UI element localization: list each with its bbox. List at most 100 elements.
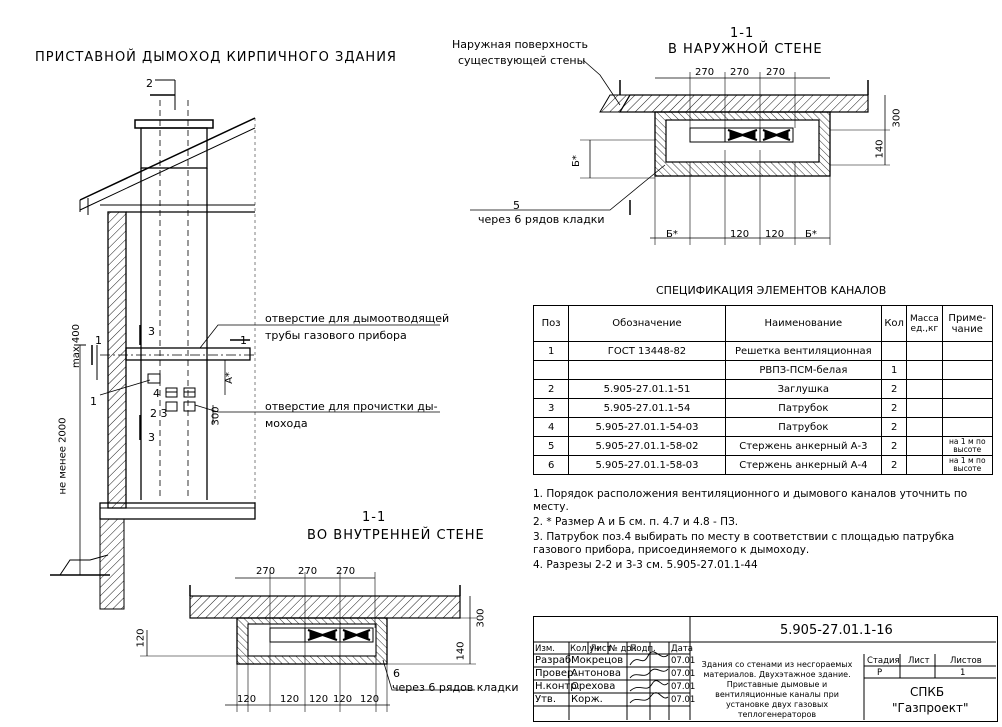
note-3: 3. Патрубок поз.4 выбирать по месту в со… <box>533 531 955 556</box>
dim-300-outer: 300 <box>891 108 903 128</box>
dim-min2000: не менее 2000 <box>57 417 69 495</box>
mark-4: 4 <box>153 387 160 400</box>
cell: на 1 м по высоте <box>941 455 994 475</box>
dim-120-side: 120 <box>135 628 147 648</box>
stamp-grid <box>533 616 996 720</box>
stamp-head-2: Лист <box>590 644 612 654</box>
cell: на 1 м по высоте <box>941 436 994 456</box>
stamp-head-5: Дата <box>671 644 694 654</box>
dim-a-star: А* <box>223 372 235 384</box>
cell <box>941 417 994 437</box>
mark-3-lower: 3 <box>148 431 155 444</box>
callout-pos6: 6 <box>393 667 400 680</box>
cell: 2 <box>881 398 908 418</box>
cell: РВПЗ-ПСМ-белая <box>724 360 883 380</box>
callout-outer-surface-1: Наружная поверхность <box>452 38 588 51</box>
cell: 5.905-27.01.1-54-03 <box>568 417 726 437</box>
cell <box>941 379 994 399</box>
dim-300-elev: 300 <box>210 406 222 426</box>
stamp-sheets: 1 <box>960 668 966 678</box>
dim-270-c: 270 <box>766 67 786 78</box>
cell <box>532 360 570 380</box>
stamp-name-2: Орехова <box>571 681 616 692</box>
cell: 5.905-27.01.1-58-03 <box>568 455 726 475</box>
stamp-head-0: Изм. <box>535 644 555 654</box>
stamp-sheet-h: Лист <box>908 656 930 666</box>
dim-120-a: 120 <box>730 229 750 240</box>
stamp-role-1: Провер. <box>535 668 577 679</box>
callout-outer-surface-2: существующей стены <box>458 54 586 67</box>
cell: 5.905-27.01.1-58-02 <box>568 436 726 456</box>
cell: 5.905-27.01.1-51 <box>568 379 726 399</box>
cell: 1 <box>881 360 908 380</box>
dim-270-e: 270 <box>298 566 318 577</box>
cell: 6 <box>532 455 570 475</box>
section-outer-wall <box>470 59 890 245</box>
stamp-date-3: 07.01 <box>671 695 696 705</box>
stamp-sheets-h: Листов <box>950 656 982 666</box>
cell <box>941 360 994 380</box>
cell: Заглушка <box>724 379 883 399</box>
callout-hole-smoke-2: трубы газового прибора <box>265 329 407 342</box>
cell: 3 <box>532 398 570 418</box>
spec-header: Поз <box>532 305 570 342</box>
dim-140-inner: 140 <box>455 641 467 661</box>
cell: Стержень анкерный А-3 <box>724 436 883 456</box>
cell: 2 <box>881 455 908 475</box>
cell <box>941 398 994 418</box>
spec-header: Масса ед.,кг <box>906 305 943 342</box>
stamp-org-1: СПКБ <box>910 685 945 699</box>
stamp-head-4: Подп. <box>630 644 656 654</box>
mark-1-left: 1 <box>95 334 102 347</box>
mark-1-leader: 1 <box>90 395 97 408</box>
stamp-role-0: Разраб. <box>535 655 575 666</box>
callout-hole-clean-2: мохода <box>265 417 308 430</box>
section-inner-title: ВО ВНУТРЕННЕЙ СТЕНЕ <box>307 528 485 543</box>
callout-rows-outer: через 6 рядов кладки <box>478 213 605 226</box>
cell: 2 <box>881 436 908 456</box>
cell: Патрубок <box>724 417 883 437</box>
dim-270-b: 270 <box>730 67 750 78</box>
spec-header: Приме- чание <box>941 305 994 342</box>
cell: 1 <box>532 341 570 361</box>
cell: 5 <box>532 436 570 456</box>
dim-270-f: 270 <box>336 566 356 577</box>
cell: 2 <box>532 379 570 399</box>
cell <box>906 360 943 380</box>
dim-120-f: 120 <box>333 694 353 705</box>
spec-header: Обозначение <box>568 305 726 342</box>
stamp-date-2: 07.01 <box>671 682 696 692</box>
dim-300-inner: 300 <box>475 608 487 628</box>
stamp-description: Здания со стенами из несгораемых материа… <box>701 660 853 719</box>
dim-120-g: 120 <box>360 694 380 705</box>
cell: Стержень анкерный А-4 <box>724 455 883 475</box>
note-4: 4. Разрезы 2-2 и 3-3 см. 5.905-27.01.1-4… <box>533 559 758 571</box>
dim-b-star-b: Б* <box>805 229 817 240</box>
mark-23: 2 3 <box>150 407 168 420</box>
section-inner-num: 1-1 <box>362 510 387 525</box>
cell: Решетка вентиляционная <box>724 341 883 361</box>
dim-b-star-side: Б* <box>570 155 582 167</box>
spec-header: Наименование <box>724 305 883 342</box>
spec-header: Кол <box>881 305 908 342</box>
spec-table: Поз Обозначение Наименование Кол Масса е… <box>532 305 994 475</box>
mark-3-upper: 3 <box>148 325 155 338</box>
note-2: 2. * Размер А и Б см. п. 4.7 и 4.8 - ПЗ. <box>533 516 739 528</box>
notes: 1. Порядок расположения вентиляционного … <box>533 488 973 574</box>
cell <box>906 398 943 418</box>
callout-hole-smoke-1: отверстие для дымоотводящей <box>265 312 450 325</box>
stamp-head-1: Кол.уч <box>570 644 600 654</box>
cell <box>941 341 994 361</box>
chimney-elevation <box>50 79 440 610</box>
cell <box>906 436 943 456</box>
stamp-code: 5.905-27.01.1-16 <box>780 623 893 638</box>
cell: 5.905-27.01.1-54 <box>568 398 726 418</box>
stamp-head-3: № док <box>609 644 637 654</box>
cell <box>906 379 943 399</box>
